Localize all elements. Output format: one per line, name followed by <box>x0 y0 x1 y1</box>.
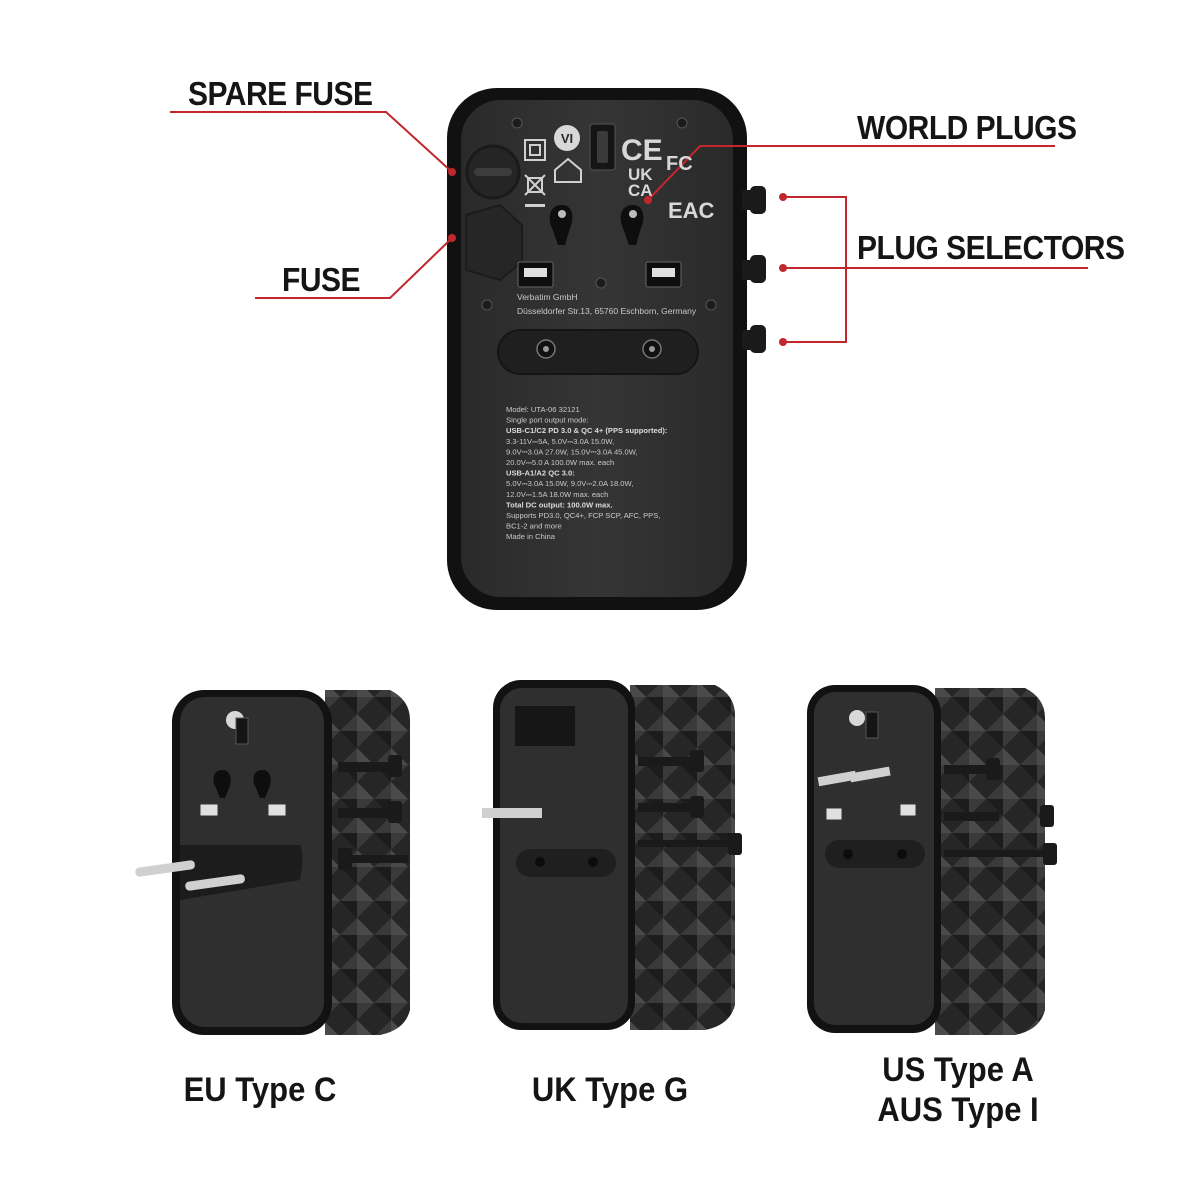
spec-line: Made in China <box>506 532 556 541</box>
spare-fuse-label: SPARE FUSE <box>188 76 373 113</box>
fuse-label: FUSE <box>282 262 361 299</box>
fc-mark: FC <box>666 153 693 175</box>
eac-mark: EAC <box>668 198 715 223</box>
spec-line: USB-A1/A2 QC 3.0: <box>506 469 575 478</box>
ce-mark: CE <box>621 134 663 167</box>
spec-line: Total DC output: 100.0W max. <box>506 500 613 509</box>
aus-type-i-caption: AUS Type I <box>877 1090 1039 1129</box>
spec-line: Supports PD3.0, QC4+, FCP SCP, AFC, PPS, <box>506 511 660 520</box>
vi-mark: VI <box>561 131 573 146</box>
maker-name: Verbatim GmbH <box>517 292 577 302</box>
callout-lines <box>170 111 1088 343</box>
uk-type-g-caption: UK Type G <box>531 1070 689 1109</box>
spec-line: USB-C1/C2 PD 3.0 & QC 4+ (PPS supported)… <box>506 426 667 435</box>
spec-line: 12.0V⎓1.5A 18.0W max. each <box>506 490 608 499</box>
plug-selectors-label: PLUG SELECTORS <box>857 230 1125 267</box>
spec-line: 20.0V⎓5.0 A 100.0W max. each <box>506 458 614 467</box>
spec-line: BC1-2 and more <box>506 522 562 531</box>
callout-dots <box>448 168 787 346</box>
spec-line: 5.0V⎓3.0A 15.0W, 9.0V⎓2.0A 18.0W, <box>506 479 633 488</box>
main-adapter-back <box>447 88 766 610</box>
spec-line: 9.0V⎓3.0A 27.0W, 15.0V⎓3.0A 45.0W, <box>506 447 638 456</box>
us-adapter-illustration <box>807 685 1057 1035</box>
eu-adapter-illustration <box>135 690 410 1035</box>
spec-line: 3.3-11V⎓5A, 5.0V⎓3.0A 15.0W, <box>506 437 614 446</box>
world-plugs-label: WORLD PLUGS <box>857 110 1077 147</box>
maker-address: Düsseldorfer Str.13, 65760 Eschborn, Ger… <box>517 306 697 316</box>
us-type-a-caption: US Type A <box>882 1050 1034 1089</box>
spec-line: Single port output mode: <box>506 416 589 425</box>
eu-type-c-caption: EU Type C <box>183 1070 337 1109</box>
uk-adapter-illustration <box>482 680 742 1030</box>
spec-line: Model: UTA-06 32121 <box>506 405 580 414</box>
ukca-mark-top: UK <box>628 165 653 184</box>
ukca-mark-bottom: CA <box>628 181 653 200</box>
